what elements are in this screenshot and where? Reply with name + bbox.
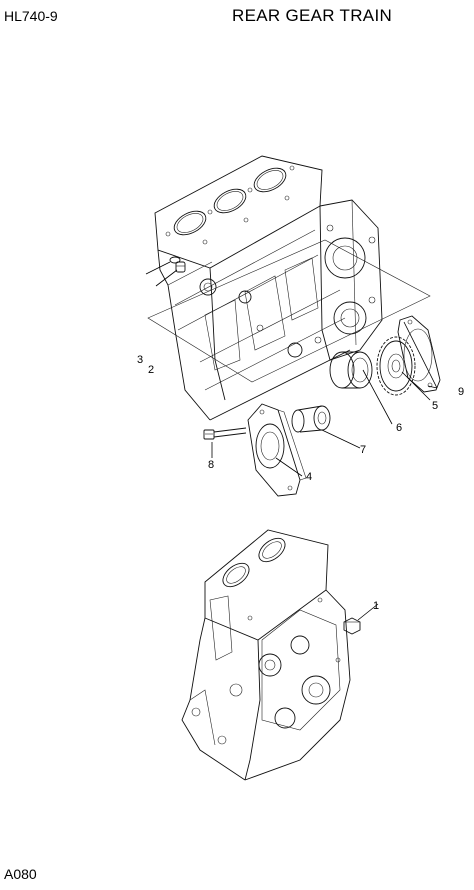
assembly-plane <box>147 239 431 383</box>
callout-6: 6 <box>396 422 402 434</box>
page-code: A080 <box>4 866 37 882</box>
plug-nut-part <box>343 617 361 635</box>
engine-block-front-view <box>181 529 351 781</box>
callout-8: 8 <box>208 459 214 471</box>
callout-1: 1 <box>373 600 379 612</box>
callout-2: 2 <box>148 364 154 376</box>
callout-3: 3 <box>137 354 143 366</box>
callout-4: 4 <box>306 471 312 483</box>
page-title: REAR GEAR TRAIN <box>232 6 393 25</box>
callout-5: 5 <box>432 400 438 412</box>
idler-shaft-part <box>291 405 331 433</box>
gasket-part <box>397 315 441 393</box>
callout-7: 7 <box>360 444 366 456</box>
callout-labels: 1 2 3 4 5 6 7 8 9 <box>137 354 464 612</box>
engine-block-rear-view <box>154 155 383 421</box>
plug-part <box>175 261 186 273</box>
callout-9: 9 <box>458 386 464 398</box>
o-ring-part <box>169 256 181 264</box>
idler-gear-part <box>376 336 416 396</box>
gear-housing-part <box>247 403 307 497</box>
bushing-part <box>329 351 373 389</box>
bolt-part <box>203 427 247 440</box>
callout-leaders <box>145 261 438 621</box>
model-code: HL740-9 <box>4 8 58 24</box>
